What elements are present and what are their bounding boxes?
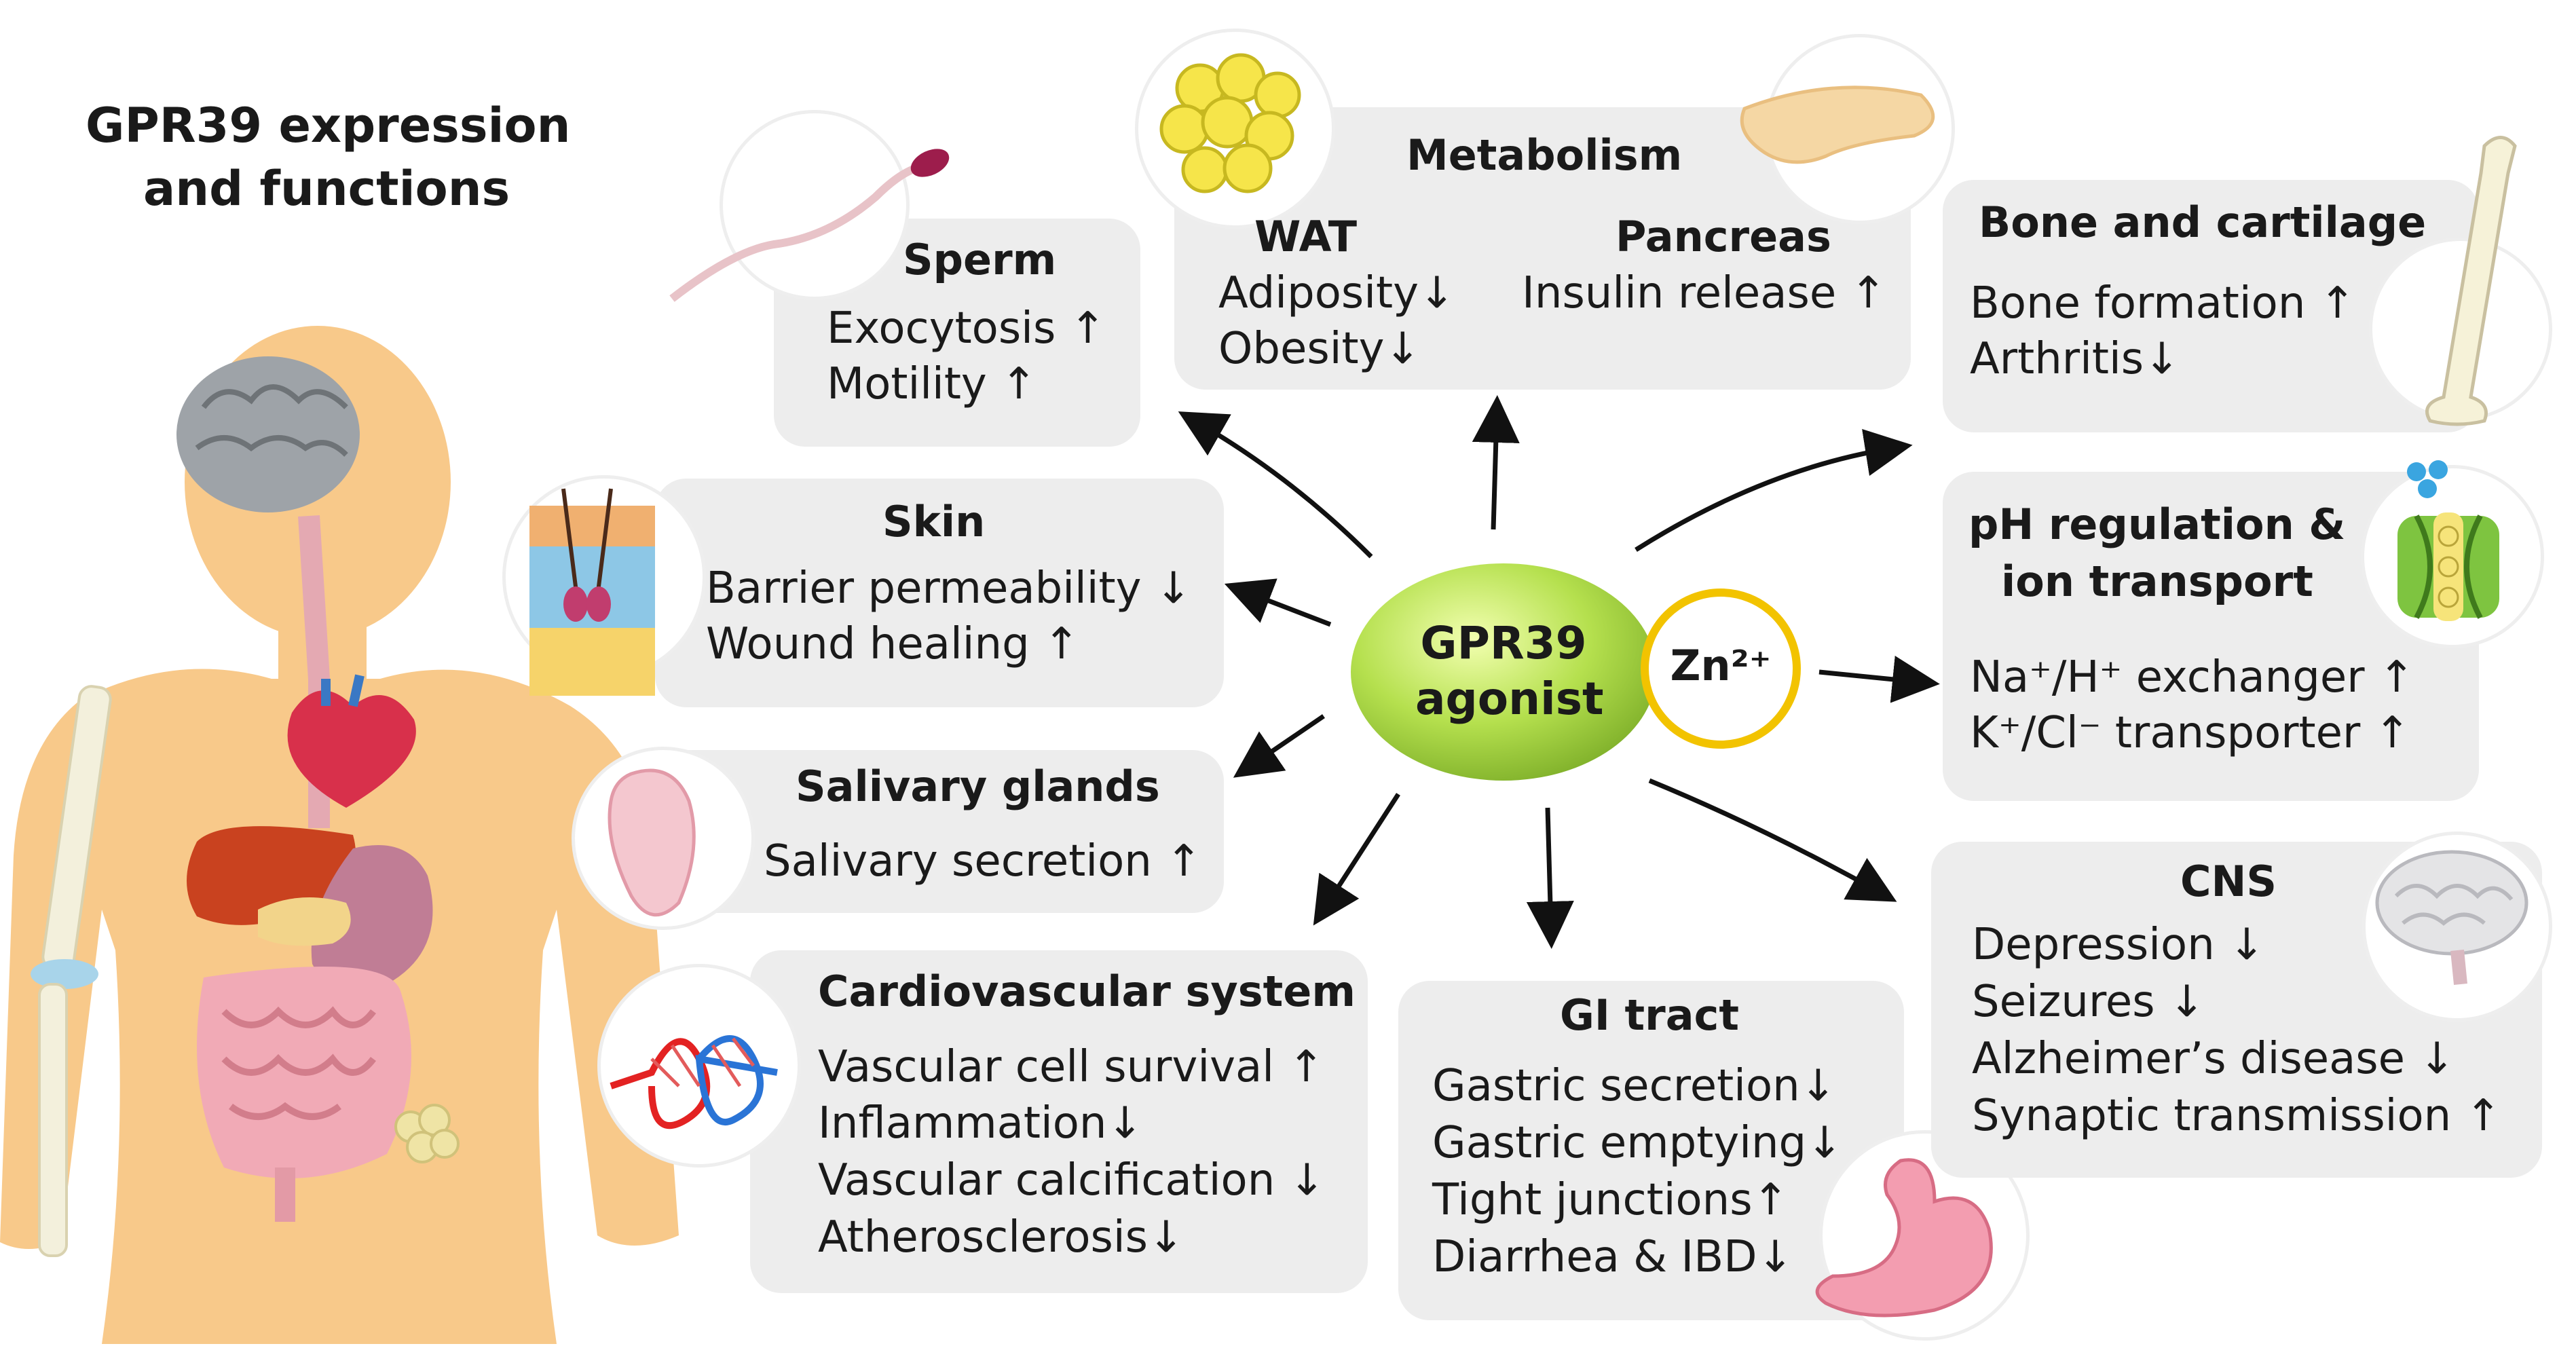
cns-item-4: Synaptic transmission ↑ <box>1972 1091 2502 1141</box>
arm-bone-icon <box>31 685 112 1257</box>
cardio-item-4: Atherosclerosis↓ <box>818 1212 1184 1263</box>
gi-item-2: Gastric emptying↓ <box>1432 1118 1843 1168</box>
sperm-title: Sperm <box>903 235 1057 284</box>
arrow-to-salivary <box>1233 714 1325 778</box>
cns-item-1: Depression ↓ <box>1972 920 2265 970</box>
zinc-ion-node <box>1641 589 1801 749</box>
sperm-item-1: Exocytosis ↑ <box>827 303 1106 354</box>
figure-title-line-2: and functions <box>143 161 510 217</box>
gi-item-4: Diarrhea & IBD↓ <box>1432 1232 1794 1282</box>
gi-title: GI tract <box>1560 990 1739 1040</box>
arrow-to-bone <box>1635 428 1913 552</box>
bone-title: Bone and cartilage <box>1979 198 2427 247</box>
wat-item-1: Adiposity↓ <box>1218 268 1455 318</box>
cardio-item-1: Vascular cell survival ↑ <box>818 1042 1324 1092</box>
bone-item-1: Bone formation ↑ <box>1970 278 2356 329</box>
cardio-item-2: Inflammation↓ <box>818 1098 1144 1149</box>
zinc-label: Zn²⁺ <box>1670 641 1772 690</box>
sperm-item-2: Motility ↑ <box>827 359 1037 409</box>
panel-gi <box>1398 981 1904 1320</box>
arrow-to-sperm <box>1178 411 1373 559</box>
arrow-to-cns <box>1648 778 1897 902</box>
brain-icon <box>176 356 360 512</box>
cns-item-3: Alzheimer’s disease ↓ <box>1972 1034 2455 1084</box>
cns-item-2: Seizures ↓ <box>1972 977 2205 1027</box>
gi-item-1: Gastric secretion↓ <box>1432 1061 1837 1111</box>
panel-cardiovascular <box>750 950 1368 1293</box>
figure-title-line-1: GPR39 expression <box>86 98 571 153</box>
skin-item-1: Barrier permeability ↓ <box>706 563 1192 614</box>
skin-title: Skin <box>882 497 986 546</box>
arrow-to-cardio <box>1313 793 1400 926</box>
agonist-label-line-1: GPR39 <box>1420 617 1587 669</box>
arrow-to-skin <box>1224 578 1332 627</box>
pancreas-item-1: Insulin release ↑ <box>1522 268 1887 318</box>
cns-title: CNS <box>2180 857 2277 906</box>
pancreas-title: Pancreas <box>1616 212 1831 261</box>
panel-skin <box>655 479 1224 707</box>
ph-item-1: Na⁺/H⁺ exchanger ↑ <box>1970 652 2415 703</box>
metabolism-title: Metabolism <box>1406 130 1683 180</box>
sperm-icon-circle <box>720 110 910 300</box>
arrow-to-gi <box>1526 807 1574 949</box>
ph-title-line-1: pH regulation & <box>1968 500 2346 549</box>
cardio-title: Cardiovascular system <box>818 967 1356 1016</box>
agonist-label-line-2: agonist <box>1415 673 1604 725</box>
gi-item-3: Tight junctions↑ <box>1432 1175 1789 1225</box>
heart-icon <box>287 674 416 808</box>
fat-tissue-small-icon <box>394 1104 460 1163</box>
pancreas-organ-icon <box>258 897 351 946</box>
skin-item-2: Wound healing ↑ <box>706 619 1080 669</box>
bone-item-2: Arthritis↓ <box>1970 334 2180 384</box>
salivary-title: Salivary glands <box>796 762 1160 811</box>
ph-item-2: K⁺/Cl⁻ transporter ↑ <box>1970 708 2411 758</box>
wat-item-2: Obesity↓ <box>1218 324 1421 374</box>
wat-title: WAT <box>1254 212 1358 261</box>
gpr39-agonist-node <box>1351 563 1656 781</box>
intestines-icon <box>197 967 411 1222</box>
stomach-organ-icon <box>311 845 433 991</box>
cardio-item-3: Vascular calcification ↓ <box>818 1155 1326 1206</box>
arrow-to-metabolism <box>1472 395 1520 530</box>
arrow-to-ph <box>1818 655 1940 703</box>
salivary-item-1: Salivary secretion ↑ <box>764 836 1202 886</box>
ph-title-line-2: ion transport <box>2001 557 2313 606</box>
